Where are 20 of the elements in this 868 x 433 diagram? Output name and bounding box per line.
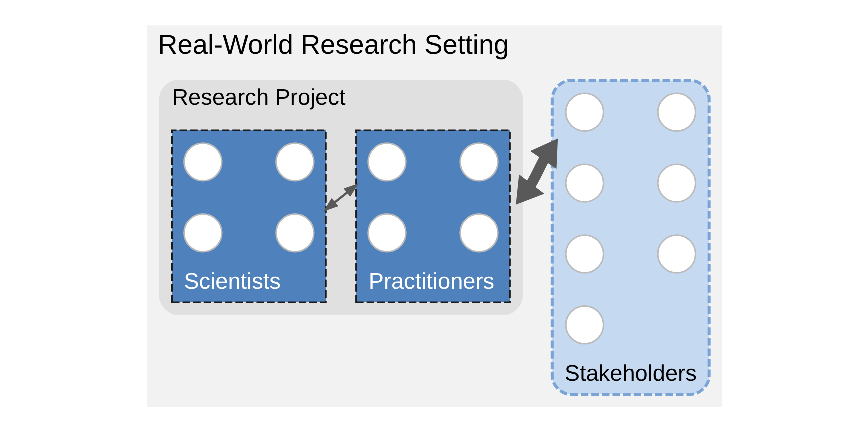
node-circle bbox=[184, 213, 223, 253]
node-circle bbox=[657, 164, 696, 203]
node-circle bbox=[460, 213, 499, 253]
node-circle bbox=[368, 213, 407, 253]
cluster: Practitioners bbox=[356, 130, 511, 304]
node-circle bbox=[657, 234, 696, 274]
node-circle bbox=[276, 213, 315, 253]
cluster: Scientists bbox=[172, 130, 327, 304]
arrow bbox=[516, 138, 558, 205]
cluster: Stakeholders bbox=[550, 79, 711, 396]
node-circle bbox=[565, 92, 604, 132]
node-circle bbox=[565, 234, 604, 274]
arrow bbox=[323, 183, 359, 212]
node-circle bbox=[368, 142, 407, 182]
node-circle bbox=[657, 92, 696, 132]
node-circle bbox=[184, 142, 223, 182]
node-circle bbox=[460, 142, 499, 182]
node-circle bbox=[565, 164, 604, 203]
node-circle bbox=[565, 306, 604, 345]
node-circle bbox=[276, 142, 315, 182]
